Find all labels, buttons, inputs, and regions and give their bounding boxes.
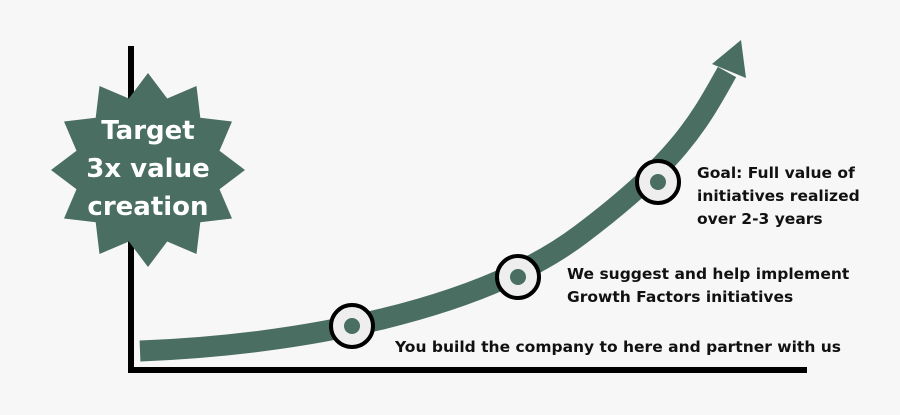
growth-curve	[139, 66, 737, 362]
milestone-text: initiatives realized	[697, 187, 860, 205]
target-circle-icon	[635, 159, 681, 205]
badge-text: Target 3x value creation	[70, 112, 226, 226]
arrow-up-right-icon	[712, 40, 746, 78]
milestone-3-label: Goal: Full value of initiatives realized…	[697, 162, 860, 231]
badge-line: Target	[101, 116, 195, 146]
milestone-text: Goal: Full value of	[697, 164, 855, 182]
milestone-text: Growth Factors initiatives	[567, 288, 794, 306]
target-circle-icon	[329, 303, 375, 349]
starburst-badge	[51, 73, 245, 267]
badge-line: 3x value	[86, 154, 210, 184]
milestone-1-label: You build the company to here and partne…	[395, 336, 841, 359]
milestone-text: You build the company to here and partne…	[395, 338, 842, 356]
target-circle-icon	[495, 254, 541, 300]
badge-line: creation	[87, 192, 209, 222]
milestone-text: We suggest and help implement	[567, 265, 850, 283]
milestone-text: over 2-3 years	[697, 210, 823, 228]
milestone-2-label: We suggest and help implement Growth Fac…	[567, 263, 849, 309]
